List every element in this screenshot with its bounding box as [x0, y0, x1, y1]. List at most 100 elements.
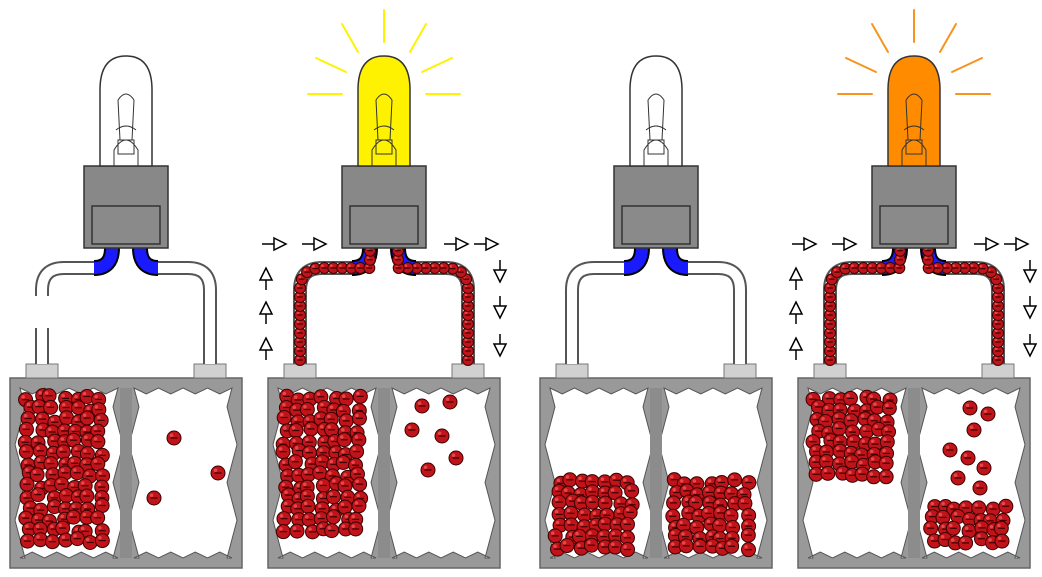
charge-particle: [303, 421, 319, 437]
bulb-rays: [307, 9, 461, 95]
charge-particle: [70, 400, 86, 416]
light-ray: [315, 57, 347, 73]
charge-particle: [992, 318, 1004, 330]
charge-particle: [692, 538, 708, 554]
charge-particle: [349, 444, 365, 460]
battery-separator: [120, 388, 132, 558]
charge-particle: [960, 450, 976, 466]
negative-terminal: [283, 363, 317, 379]
charge-particle: [622, 504, 638, 520]
charge-particle: [992, 327, 1004, 339]
charge-particle: [824, 345, 837, 357]
battery-left-charges: [805, 389, 898, 485]
light-ray: [939, 23, 957, 53]
circuit-wires: [565, 247, 747, 364]
charge-particle: [958, 535, 974, 551]
charge-particle: [335, 454, 351, 470]
charge-particle: [971, 500, 987, 516]
battery-left-charges: [17, 388, 111, 550]
charge-particle: [547, 528, 563, 544]
charge-particle: [724, 538, 740, 554]
left-wire: [293, 261, 358, 364]
charge-particle: [29, 467, 45, 483]
charge-particle: [846, 434, 862, 450]
charge-particle: [166, 430, 182, 446]
flow-arrow-right: [832, 236, 858, 252]
light-ray: [409, 23, 427, 53]
flow-arrow-right: [974, 236, 1000, 252]
charge-particle: [276, 511, 292, 527]
charge-particle: [210, 465, 226, 481]
charge-particle: [318, 262, 331, 274]
charge-particle: [462, 354, 474, 366]
charge-particle: [351, 410, 367, 426]
flow-arrow-right: [444, 236, 470, 252]
flow-arrow-up: [258, 300, 274, 324]
charge-particle: [597, 539, 613, 555]
right-lead: [664, 247, 689, 274]
charge-particle: [41, 388, 57, 404]
charge-particle: [935, 509, 951, 525]
charge-particle: [446, 262, 459, 275]
charge-particle: [993, 520, 1009, 536]
charge-particle: [462, 327, 474, 339]
charge-particle: [462, 300, 474, 312]
light-ray: [421, 57, 453, 73]
charge-particle: [410, 262, 423, 274]
socket-plate: [621, 205, 691, 245]
charge-particle: [364, 253, 376, 266]
bulb-filament: [113, 93, 139, 166]
charge-particle: [95, 468, 111, 484]
charge-particle: [325, 509, 341, 525]
charge-particle: [338, 391, 354, 407]
charge-particle: [967, 262, 980, 274]
right-wire: [940, 261, 1005, 364]
charge-particle: [620, 542, 636, 558]
charge-particle: [82, 534, 98, 550]
charge-particle: [842, 390, 858, 406]
charge-particle: [737, 496, 753, 512]
charge-particle: [942, 442, 958, 458]
charge-particle: [998, 498, 1014, 514]
charge-particle: [966, 422, 982, 438]
charge-particle: [300, 498, 316, 514]
charge-particle: [741, 542, 757, 558]
battery-right-charges: [923, 400, 1014, 551]
bulb-glass: [887, 55, 941, 167]
light-ray: [951, 57, 983, 73]
charge-particle: [58, 532, 74, 548]
charge-particle: [597, 495, 613, 511]
charge-particle: [434, 428, 450, 444]
left-lead: [623, 247, 648, 274]
charge-particle: [831, 266, 844, 279]
charge-particle: [420, 462, 436, 478]
charge-particle: [551, 494, 567, 510]
charge-particle: [973, 531, 989, 547]
light-ray: [341, 23, 359, 53]
flow-arrow-down: [1022, 260, 1038, 284]
light-bulb: [357, 55, 411, 167]
right-wire: [410, 261, 475, 364]
charge-particle: [821, 402, 837, 418]
bulb-filament: [371, 93, 397, 166]
left-wire: [823, 261, 888, 364]
charge-particle: [324, 523, 340, 539]
charge-particle: [945, 520, 961, 536]
charge-particle: [950, 470, 966, 486]
charge-particle: [740, 527, 756, 543]
charge-particle: [276, 410, 292, 426]
bulb-glass: [629, 55, 683, 167]
charge-particle: [315, 478, 331, 494]
light-ray: [845, 57, 877, 73]
charge-particle: [336, 432, 352, 448]
wire-charges: [294, 244, 474, 366]
flow-arrow-down: [492, 296, 508, 320]
charge-particle: [583, 537, 599, 553]
charge-particle: [287, 454, 303, 470]
charge-particle: [584, 474, 600, 490]
flow-arrow-down: [492, 260, 508, 284]
charge-particle: [31, 399, 47, 415]
charge-particle: [678, 538, 694, 554]
charge-particle: [976, 262, 989, 275]
